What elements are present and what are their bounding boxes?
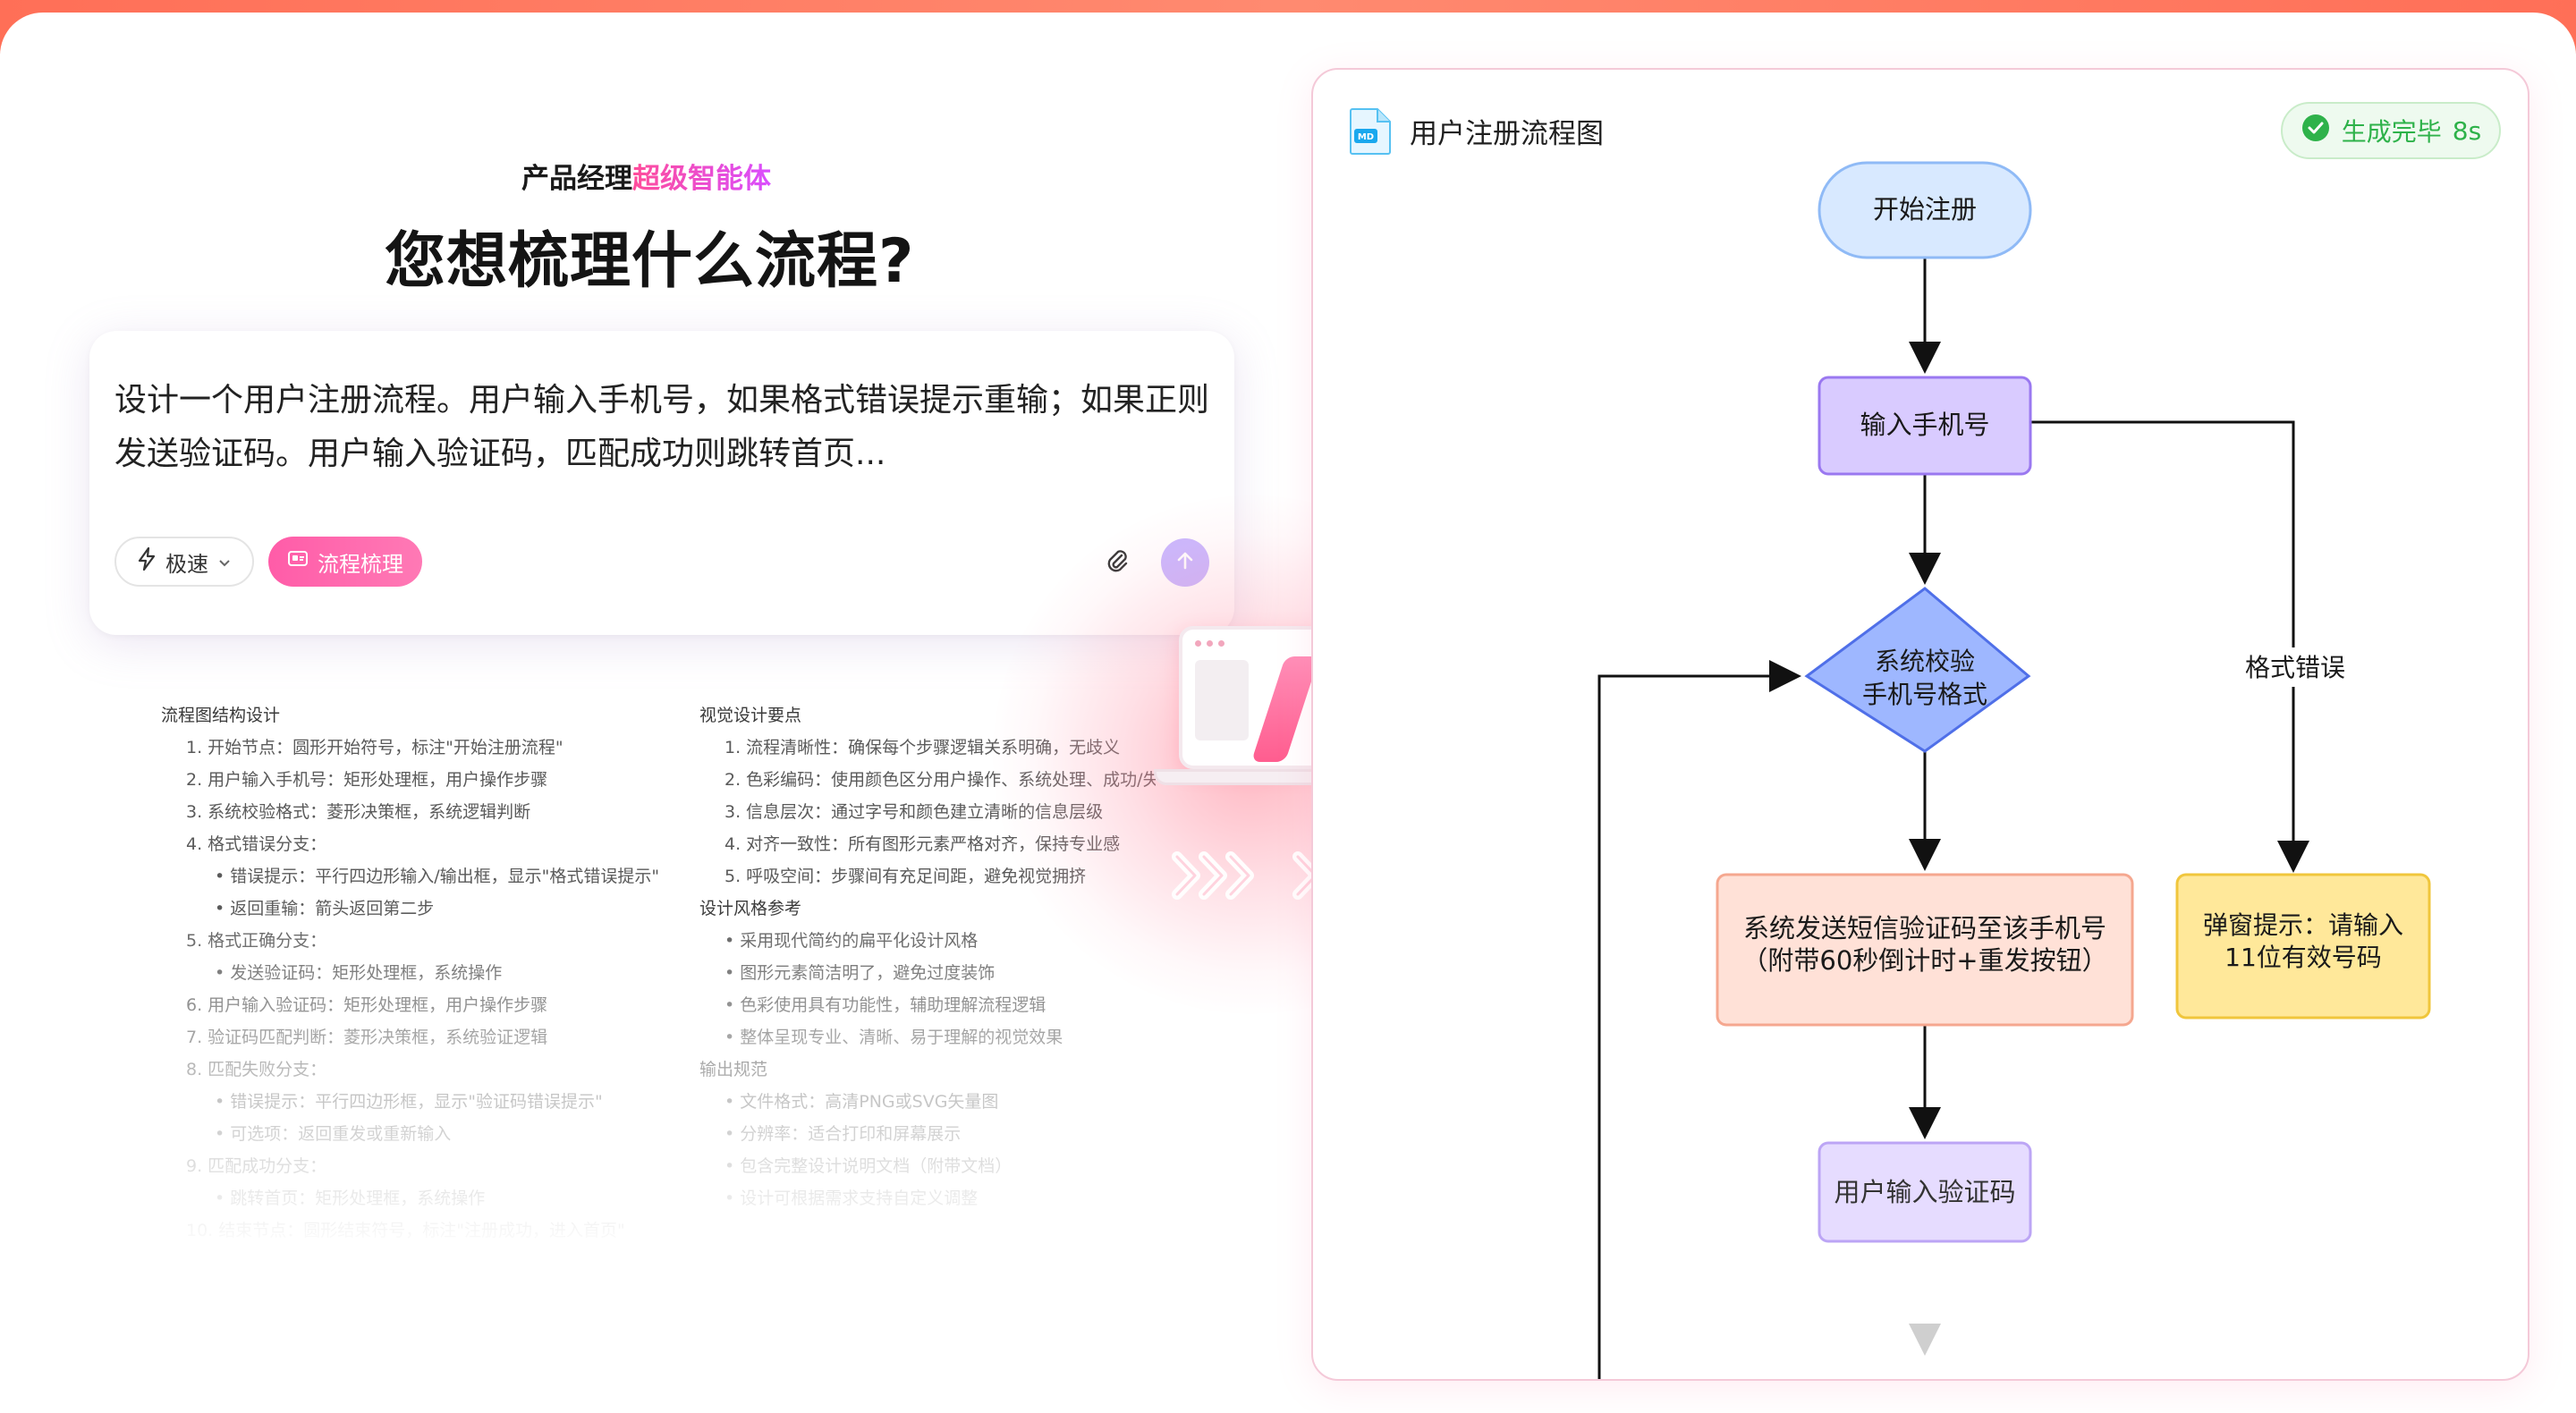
outline-structure-column: 流程图结构设计 1. 开始节点：圆形开始符号，标注"开始注册流程" 2. 用户输入手… bbox=[161, 699, 698, 1247]
check-circle-icon bbox=[2301, 113, 2331, 149]
agent-tag: 产品经理超级智能体 bbox=[521, 156, 771, 196]
prompt-input[interactable]: 设计一个用户注册流程。用户输入手机号，如果格式错误提示重输；如果正则发送验证码。… bbox=[114, 382, 1210, 472]
node-error-popup bbox=[2175, 873, 2431, 1020]
outline-line: • 包含完整设计说明文档（附带文档） bbox=[724, 1156, 1013, 1176]
flowchart-icon bbox=[287, 549, 309, 574]
node-input-phone-label: 输入手机号 bbox=[1860, 410, 1989, 440]
node-start-label: 开始注册 bbox=[1873, 194, 1977, 224]
generation-status-badge: 生成完毕 8s bbox=[2281, 102, 2501, 159]
outline-line: • 跳转首页：矩形处理框，系统操作 bbox=[215, 1189, 486, 1208]
flow-mode-button[interactable]: 流程梳理 bbox=[268, 537, 422, 587]
outline-line: • 文件格式：高清PNG或SVG矢量图 bbox=[724, 1092, 999, 1112]
lightning-icon bbox=[137, 546, 157, 576]
flowchart-title: 用户注册流程图 bbox=[1410, 118, 1604, 150]
node-send-line2: （附带60秒倒计时+重发按钮） bbox=[1741, 945, 2107, 976]
outline-line: • 分辨率：适合打印和屏幕展示 bbox=[724, 1124, 962, 1144]
node-send-line1: 系统发送短信验证码至该手机号 bbox=[1743, 913, 2106, 943]
node-check-format bbox=[1804, 587, 2031, 753]
flowchart-canvas: 格式错误 开始注册 输入手机号 系统校验 手机号格式 系统发送短信验证码至该手机… bbox=[1597, 161, 2431, 1379]
outline-line: • 设计可根据需求支持自定义调整 bbox=[724, 1189, 979, 1208]
edge-check-error-branch bbox=[2029, 420, 2309, 873]
hero-question: 您想梳理什么流程? bbox=[385, 226, 915, 297]
outline-line: • 发送验证码：矩形处理框，系统操作 bbox=[215, 963, 503, 983]
outline-line: 4. 格式错误分支： bbox=[186, 834, 327, 854]
status-time: 8s bbox=[2452, 115, 2482, 146]
outline-line: 9. 匹配成功分支： bbox=[186, 1156, 327, 1176]
outline-line: • 整体呈现专业、清晰、易于理解的视觉效果 bbox=[724, 1028, 1063, 1047]
speed-mode-dropdown[interactable]: 极速 bbox=[114, 537, 254, 587]
node-input-code bbox=[1818, 1141, 2032, 1243]
sparkle-stripe-icon bbox=[1250, 656, 1320, 762]
node-start bbox=[1818, 161, 2032, 259]
markdown-file-icon: MD bbox=[1349, 107, 1392, 156]
outline-line: • 返回重输：箭头返回第二步 bbox=[215, 899, 435, 918]
outline-heading: 视觉设计要点 bbox=[699, 706, 802, 725]
outline-heading: 输出规范 bbox=[699, 1060, 768, 1079]
window-dots-icon bbox=[1195, 640, 1224, 647]
node-check-line2: 手机号格式 bbox=[1862, 680, 1987, 709]
outline-line: • 色彩使用具有功能性，辅助理解流程逻辑 bbox=[724, 995, 1046, 1015]
outline-line: 8. 匹配失败分支： bbox=[186, 1060, 327, 1079]
outline-line: • 可选项：返回重发或重新输入 bbox=[215, 1124, 452, 1144]
outline-line: 1. 开始节点：圆形开始符号，标注"开始注册流程" bbox=[186, 738, 564, 757]
node-input-phone bbox=[1818, 376, 2032, 476]
outline-line: • 错误提示：平行四边形框，显示"验证码错误提示" bbox=[215, 1092, 603, 1112]
outline-line: • 图形元素简洁明了，避免过度装饰 bbox=[724, 963, 996, 983]
outline-line: 6. 用户输入验证码：矩形处理框，用户操作步骤 bbox=[186, 995, 548, 1015]
agent-tag-prefix: 产品经理 bbox=[521, 163, 632, 195]
status-text: 生成完毕 bbox=[2341, 117, 2442, 147]
node-check-line1: 系统校验 bbox=[1875, 647, 1975, 676]
outline-line: 3. 系统校验格式：菱形决策框，系统逻辑判断 bbox=[186, 802, 531, 822]
prompt-card: 设计一个用户注册流程。用户输入手机号，如果格式错误提示重输；如果正则发送验证码。… bbox=[89, 331, 1234, 635]
node-error-line2: 11位有效号码 bbox=[2224, 943, 2382, 972]
node-send-sms bbox=[1716, 873, 2134, 1027]
agent-tag-highlight: 超级智能体 bbox=[632, 163, 771, 195]
outline-line: • 错误提示：平行四边形输入/输出框，显示"格式错误提示" bbox=[215, 867, 660, 886]
outline-line: 10. 结束节点：圆形结束符号，标注"注册成功，进入首页" bbox=[186, 1221, 625, 1240]
edge-label-format-error: 格式错误 bbox=[2245, 653, 2345, 682]
flow-mode-label: 流程梳理 bbox=[318, 551, 403, 577]
chevron-down-icon bbox=[217, 549, 232, 574]
page-canvas: 产品经理超级智能体 您想梳理什么流程? 设计一个用户注册流程。用户输入手机号，如… bbox=[0, 13, 2576, 1413]
flowchart-card: MD 用户注册流程图 生成完毕 8s bbox=[1311, 68, 2529, 1381]
outline-line: 2. 用户输入手机号：矩形处理框，用户操作步骤 bbox=[186, 770, 548, 790]
doc-badge-label: MD bbox=[1358, 132, 1374, 142]
edge-retry-loop bbox=[1597, 660, 1801, 1379]
node-error-line1: 弹窗提示：请输入 bbox=[2203, 910, 2403, 940]
outline-line: 5. 呼吸空间：步骤间有充足间距，避免视觉拥挤 bbox=[724, 867, 1087, 886]
outline-line: 7. 验证码匹配判断：菱形决策框，系统验证逻辑 bbox=[186, 1028, 548, 1047]
outline-line: 5. 格式正确分支： bbox=[186, 931, 327, 951]
speed-mode-label: 极速 bbox=[165, 551, 208, 577]
outline-heading: 流程图结构设计 bbox=[161, 706, 281, 725]
node-input-code-label: 用户输入验证码 bbox=[1834, 1177, 2015, 1207]
